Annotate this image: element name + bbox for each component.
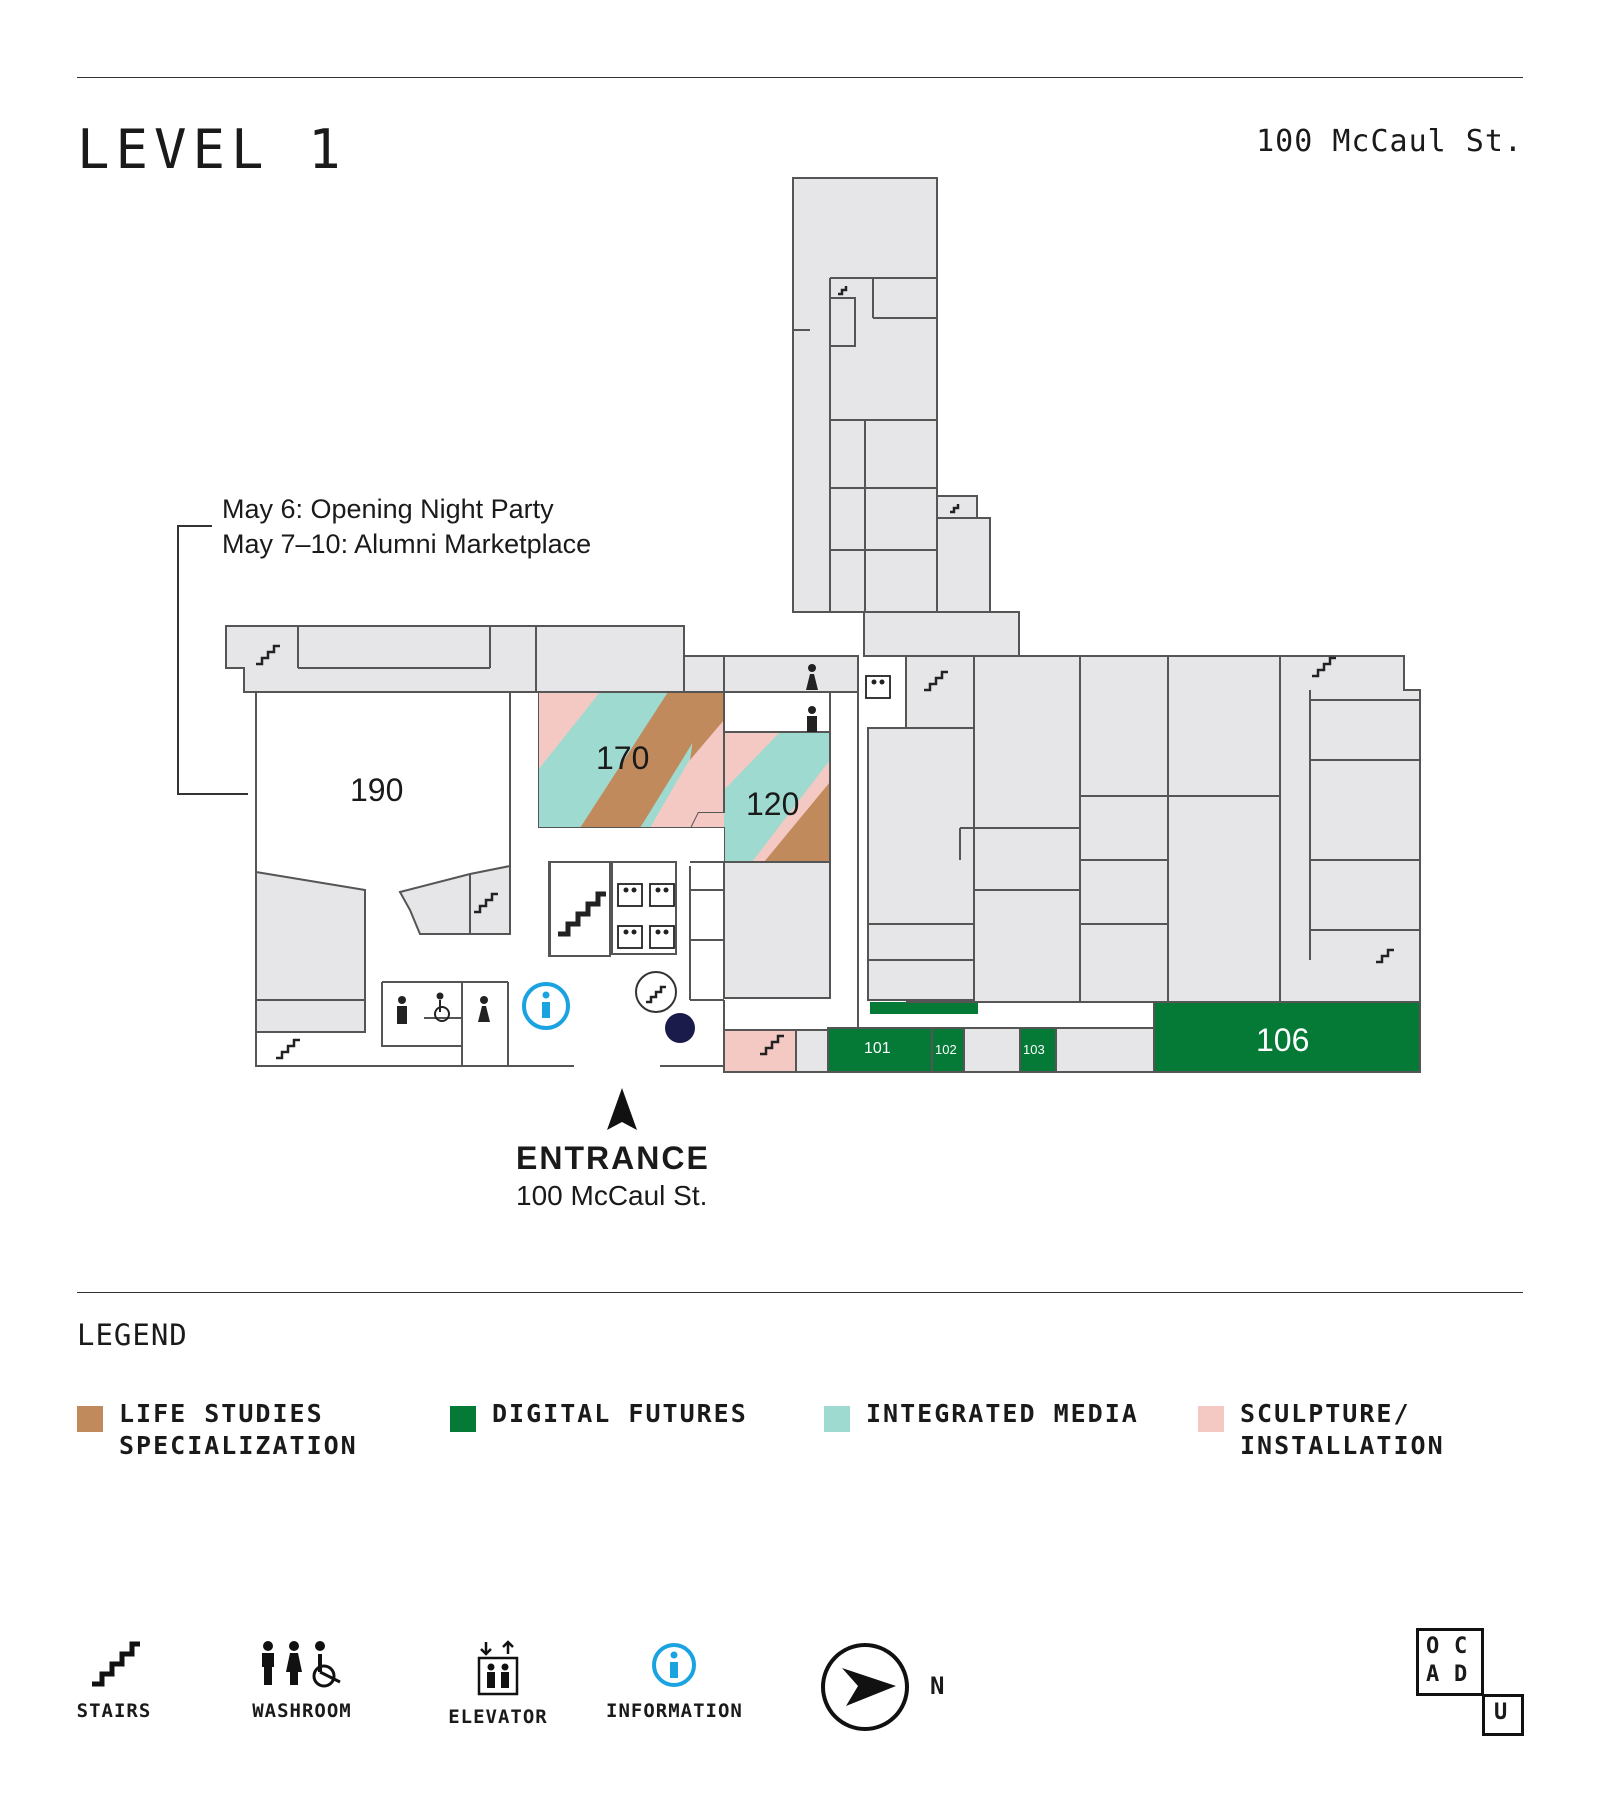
map-washroom-icons — [397, 664, 818, 1024]
event-note: May 6: Opening Night Party May 7–10: Alu… — [222, 492, 591, 562]
you-are-here-marker — [665, 1013, 695, 1043]
event-callout-line — [177, 525, 248, 795]
legend-title: LEGEND — [77, 1318, 188, 1352]
legend-rule — [77, 1292, 1523, 1293]
legend-label: LIFE STUDIES SPECIALIZATION — [119, 1399, 358, 1460]
legend-label: DIGITAL FUTURES — [492, 1399, 748, 1428]
core — [549, 861, 677, 957]
room-101-label: 101 — [864, 1040, 891, 1057]
entrance-address: 100 McCaul St. — [516, 1180, 708, 1211]
information-icon — [652, 1643, 696, 1687]
entrance-label: ENTRANCE — [516, 1140, 710, 1176]
legend-item-integrated-media: INTEGRATED MEDIA — [824, 1398, 1139, 1432]
sculpture-room-small — [723, 1029, 797, 1073]
room-170-fill — [538, 692, 724, 828]
room-106-label: 106 — [1256, 1022, 1310, 1058]
room-170-label: 170 — [596, 740, 650, 776]
central-rooms — [683, 655, 859, 999]
level-title: LEVEL 1 — [77, 118, 347, 181]
room-120-label: 120 — [746, 786, 800, 822]
info-icon[interactable] — [522, 982, 570, 1030]
event-note-line-2: May 7–10: Alumni Marketplace — [222, 529, 592, 559]
map-accessible-icon — [434, 1000, 450, 1022]
east-walls — [959, 690, 1420, 960]
room-120-fill — [690, 732, 830, 862]
map-stairs — [256, 286, 1394, 1060]
legend-label: SCULPTURE/ INSTALLATION — [1240, 1399, 1445, 1460]
key-elevator-label: ELEVATOR — [448, 1706, 548, 1728]
top-rule — [77, 77, 1523, 78]
key-information: INFORMATION — [606, 1640, 742, 1722]
elevator-icon — [477, 1640, 519, 1696]
legend-label: INTEGRATED MEDIA — [866, 1399, 1139, 1428]
room-103-label: 103 — [1023, 1042, 1045, 1057]
map-elevator-figures — [623, 679, 885, 935]
north-wing-walls — [793, 277, 937, 612]
washroom-icon — [262, 1641, 341, 1688]
room-102-label: 102 — [935, 1042, 957, 1057]
west-wing — [225, 625, 685, 1033]
ocad-u-logo: O C A D U — [1416, 1628, 1524, 1736]
outer-walls — [256, 1001, 1420, 1073]
north-label: N — [930, 1672, 945, 1700]
map-elevators — [617, 675, 891, 949]
building-address: 100 McCaul St. — [1256, 124, 1523, 159]
entrance-arrow-icon — [607, 1088, 637, 1130]
digital-futures-rooms — [827, 1001, 1421, 1073]
legend-item-digital-futures: DIGITAL FUTURES — [450, 1398, 748, 1432]
north-wing — [792, 177, 1020, 657]
key-washroom: WASHROOM — [250, 1640, 354, 1722]
floor-plan-map — [177, 177, 1421, 1130]
storage-room — [795, 1029, 829, 1073]
integrated-media-swatch — [824, 1406, 850, 1432]
stairs-icon — [92, 1641, 140, 1687]
key-washroom-label: WASHROOM — [252, 1700, 352, 1722]
room-190-label: 190 — [350, 772, 404, 808]
event-note-line-1: May 6: Opening Night Party — [222, 494, 554, 524]
legend-item-sculpture: SCULPTURE/ INSTALLATION — [1198, 1398, 1445, 1462]
stairs-round-icon — [635, 971, 677, 1013]
key-stairs-label: STAIRS — [76, 1700, 152, 1722]
key-information-label: INFORMATION — [606, 1700, 743, 1722]
digital-futures-swatch — [450, 1406, 476, 1432]
life-studies-swatch — [77, 1406, 103, 1432]
sculpture-swatch — [1198, 1406, 1224, 1432]
legend-item-life-studies: LIFE STUDIES SPECIALIZATION — [77, 1398, 358, 1462]
compass-icon — [821, 1643, 909, 1731]
key-elevator: ELEVATOR — [448, 1640, 548, 1728]
key-stairs: STAIRS — [74, 1640, 154, 1722]
